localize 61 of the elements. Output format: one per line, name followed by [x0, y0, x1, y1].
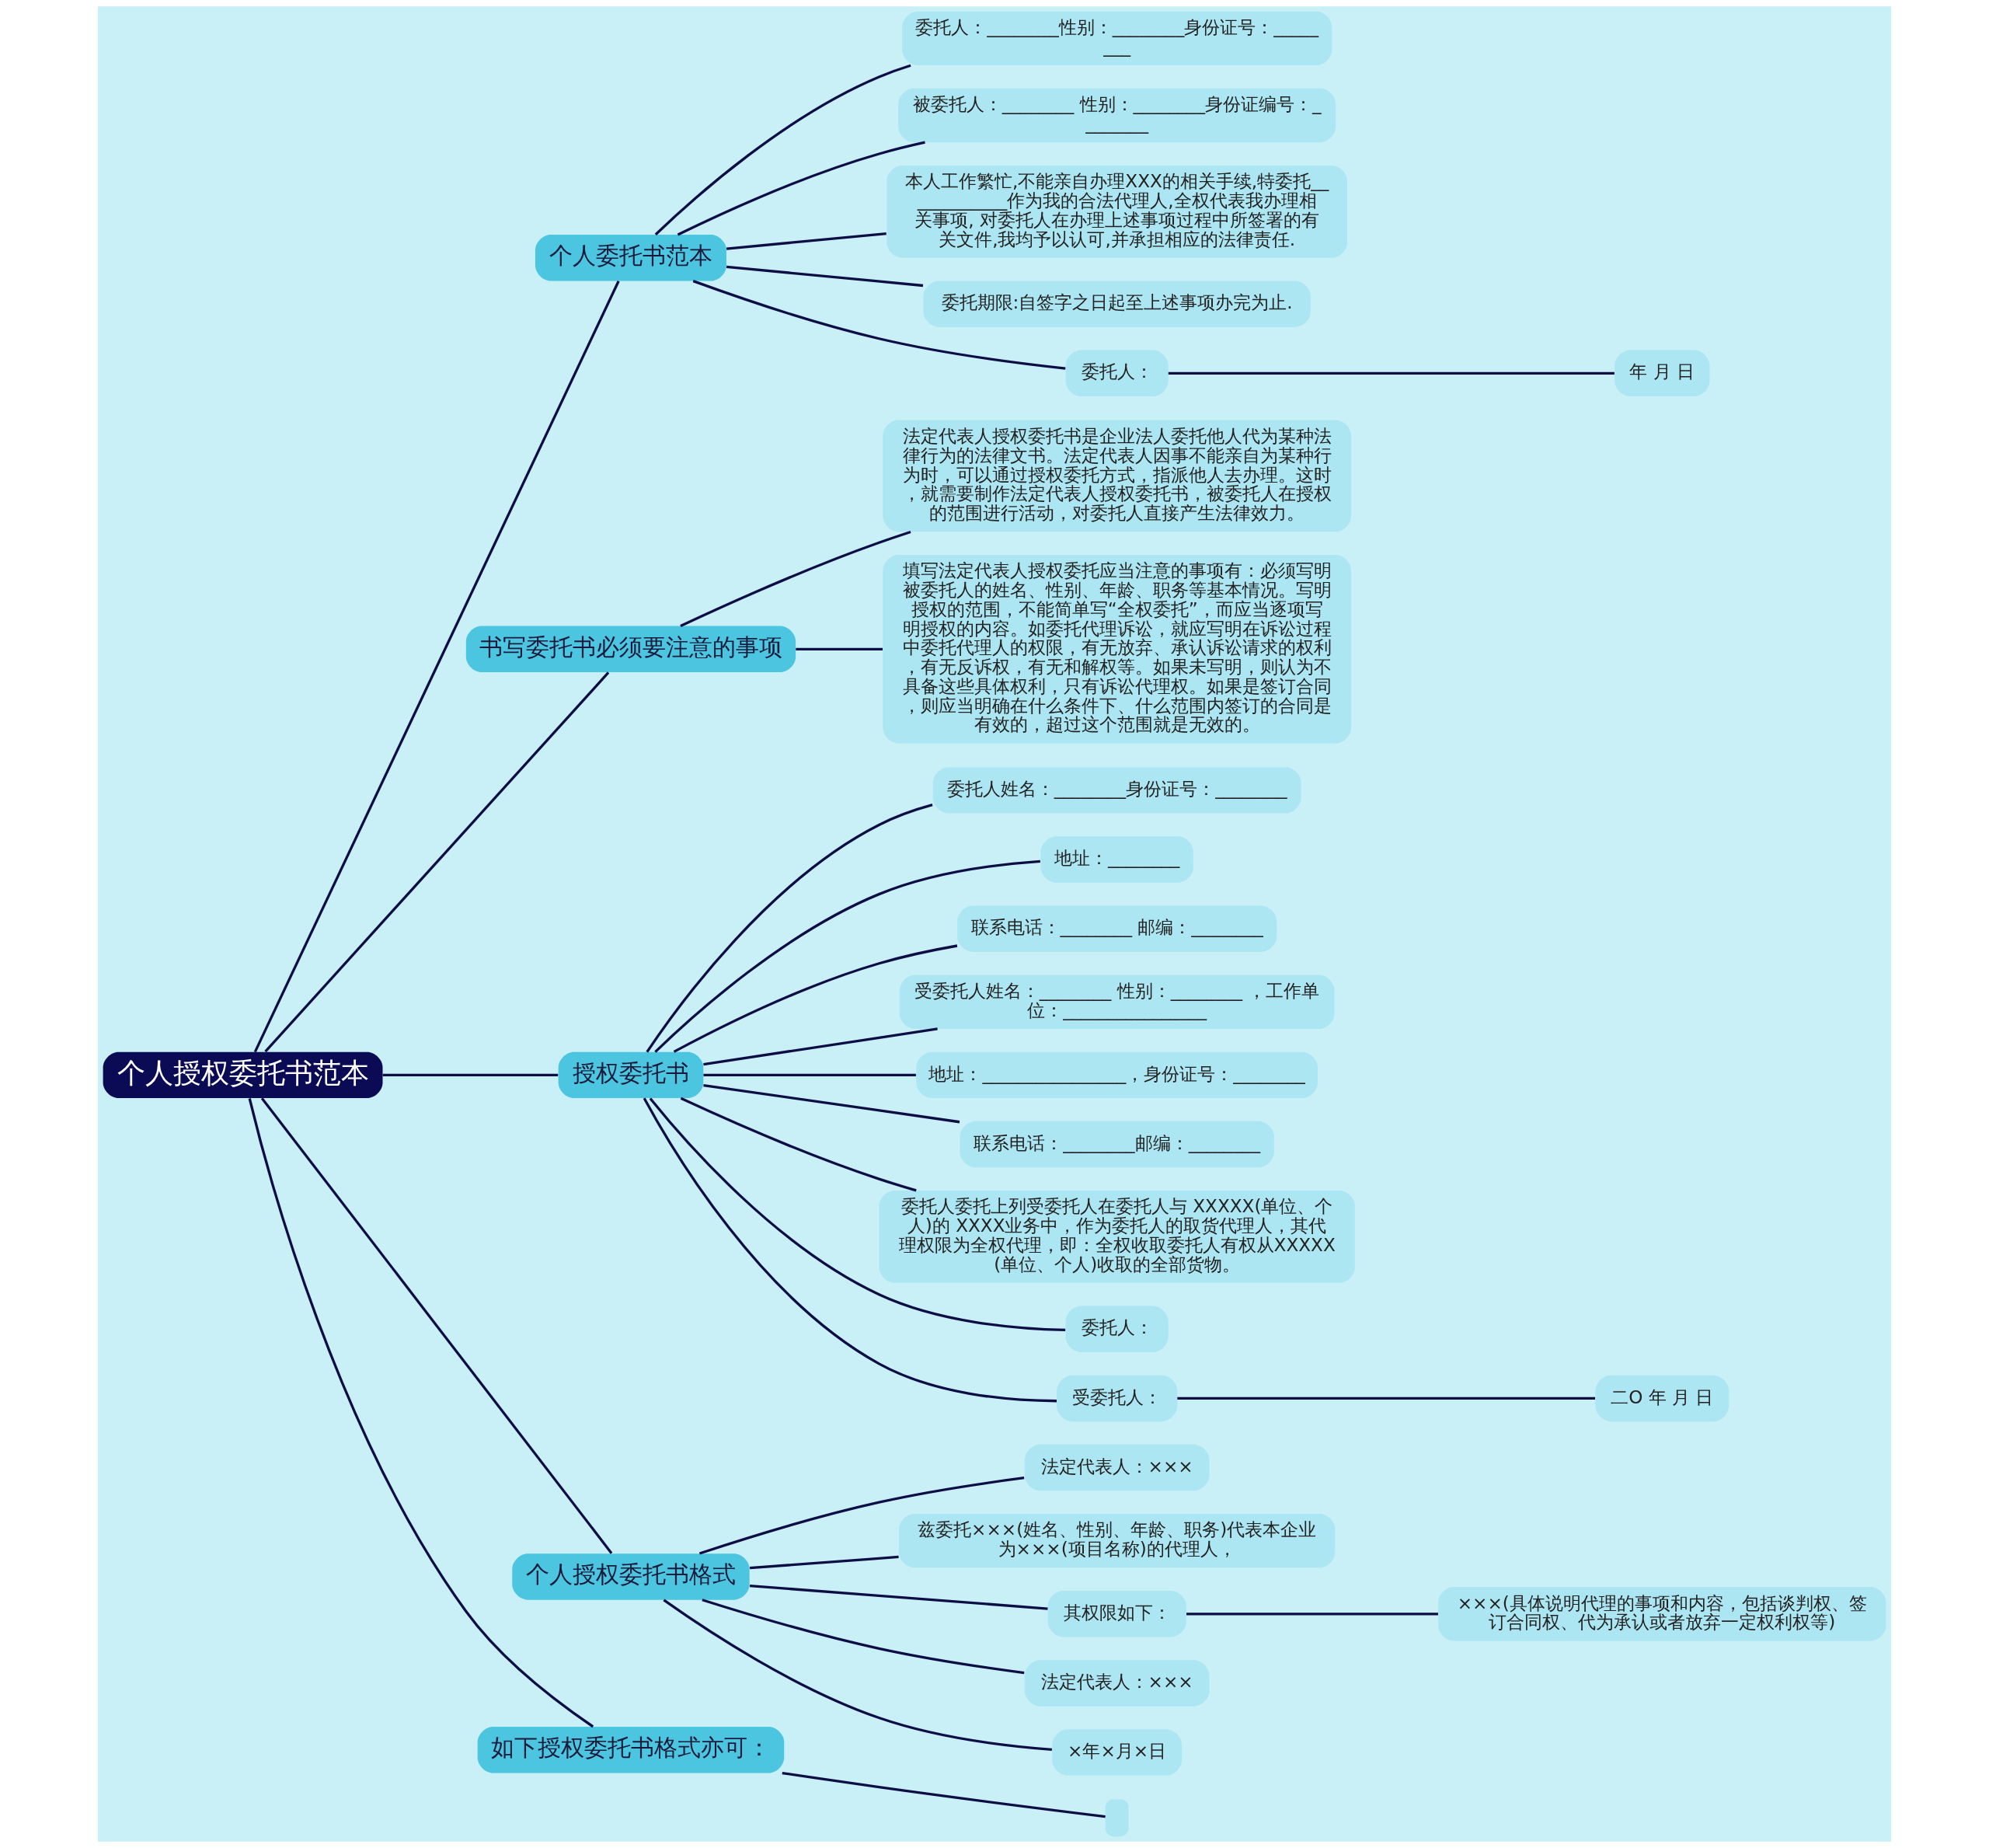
connector: [1177, 1396, 1595, 1400]
connector: [698, 1477, 1025, 1555]
node-box: 法定代表人：×××: [1024, 1660, 1210, 1707]
node-box: 委托人：: [1065, 1306, 1169, 1352]
connector: [702, 1599, 1025, 1675]
node-box: 被委托人：________ 性别：________身份证编号：________: [898, 88, 1336, 143]
node-box: 法定代表人授权委托书是企业法人委托他人代为某种法律行为的法律文书。法定代表人因事不能亲自为某种行为时，可以通过授权委托方式，指派他人去办理。这时，就需要制作法定代表人授权委托书，被委托人在授权的范围进行活动，对委托人直接产生法律效力。: [883, 420, 1351, 532]
connector: [782, 1771, 1106, 1818]
connector: [749, 1584, 1048, 1610]
node-box: 兹委托×××(姓名、性别、年龄、职务)代表本企业为×××(项目名称)的代理人，: [899, 1514, 1336, 1568]
connector: [654, 64, 911, 235]
node-box: [1105, 1799, 1129, 1837]
node-box: 个人授权委托书格式: [512, 1553, 750, 1600]
connector: [703, 1073, 916, 1077]
node-box: 地址：________: [1040, 836, 1193, 883]
connector: [703, 1083, 960, 1124]
node-box: 委托人：________性别：________身份证号：________: [902, 11, 1332, 66]
node-box: 本人工作繁忙,不能亲自办理XXX的相关手续,特委托____________作为我的合法代理人,全权代表我办理相关事项, 对委托人在办理上述事项过程中所签署的有关文件,我均予以认可,并承担相应的法律责任.: [887, 165, 1347, 258]
connector: [680, 1097, 917, 1192]
node-box: 填写法定代表人授权委托应当注意的事项有：必须写明被委托人的姓名、性别、年龄、职务等基本情况。写明授权的范围，不能简单写“全权委托”，而应当逐项写明授权的内容。如委托代理诉讼，就应写明在诉讼过程中委托代理人的权限，有无放弃、承认诉讼请求的权利，有无反诉权，有无和解权等。如果未写明，则认为不具备这些具体权利，只有诉讼代理权。如果是签订合同，则应当明确在什么条件下、什么范围内签订的合同是有效的，超过这个范围就是无效的。: [883, 554, 1351, 744]
node-box: 委托人委托上列受委托人在委托人与 XXXXX(单位、个人)的 XXXX业务中，作为委托人的取货代理人，其代理权限为全权代理，即：全权收取委托人有权从XXXXX(单位、个人)收取的全部货物。: [879, 1191, 1355, 1283]
node-box: 年 月 日: [1615, 350, 1710, 397]
node-box: 个人授权委托书范本: [103, 1051, 383, 1099]
node-box: 个人委托书范本: [535, 235, 726, 281]
connector: [749, 1555, 899, 1570]
connector: [248, 1098, 594, 1728]
connector: [643, 1097, 1057, 1403]
connector: [680, 530, 911, 627]
connector: [382, 1073, 559, 1077]
node-box: 法定代表人：×××: [1024, 1444, 1210, 1491]
connector: [646, 804, 933, 1053]
node-box: 受委托人：: [1057, 1375, 1178, 1422]
connector: [726, 265, 924, 288]
connector: [677, 141, 925, 236]
connector: [1186, 1613, 1438, 1616]
node-box: 授权委托书: [558, 1051, 704, 1099]
connector: [654, 859, 1040, 1053]
connector: [726, 232, 887, 250]
connector: [796, 647, 883, 650]
node-box: 地址：________________，身份证号：________: [916, 1051, 1318, 1099]
node-box: 联系电话：________邮编：________: [960, 1121, 1274, 1168]
connector: [692, 280, 1066, 370]
node-box: 委托人：: [1065, 350, 1169, 397]
node-box: 其权限如下：: [1047, 1591, 1186, 1637]
connector: [1168, 371, 1615, 375]
node-box: 联系电话：________ 邮编：________: [957, 905, 1277, 952]
node-box: 如下授权委托书格式亦可：: [477, 1727, 785, 1773]
connector: [260, 1097, 613, 1554]
connector: [703, 1027, 938, 1066]
node-box: 受委托人姓名：________ 性别：________ ，工作单位：________________: [899, 975, 1335, 1029]
connector: [264, 671, 610, 1053]
node-box: 委托人姓名：________身份证号：________: [932, 767, 1301, 814]
node-box: ×××(具体说明代理的事项和内容，包括谈判权、签订合同权、代为承认或者放弃一定权利权等): [1438, 1587, 1886, 1641]
connector: [663, 1599, 1053, 1751]
node-box: 委托期限:自签字之日起至上述事项办完为止.: [923, 281, 1311, 327]
node-box: 二O 年 月 日: [1595, 1375, 1729, 1422]
node-box: 书写委托书必须要注意的事项: [465, 626, 796, 672]
connector: [253, 281, 620, 1053]
connector: [649, 1097, 1066, 1332]
node-box: ×年×月×日: [1052, 1729, 1183, 1776]
connector: [673, 944, 958, 1053]
